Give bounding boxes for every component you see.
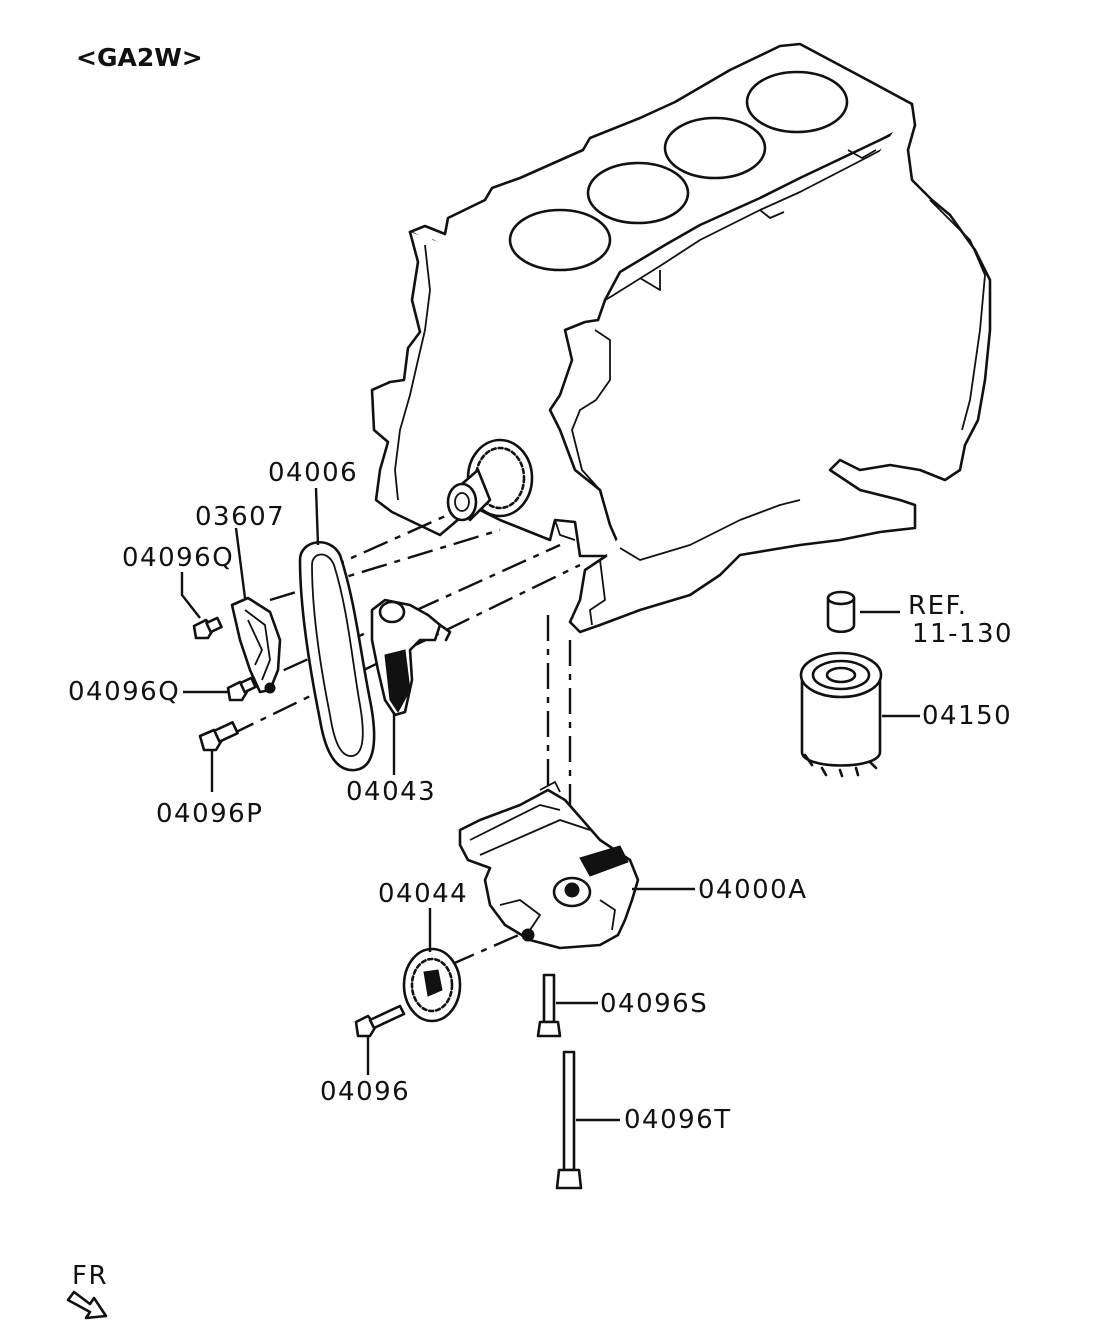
part-label-04000A[interactable]: 04000A: [698, 875, 808, 905]
part-label-04043[interactable]: 04043: [346, 777, 436, 807]
engine-block-drawing: [370, 42, 992, 634]
bolt-04096-drawing: [354, 1004, 406, 1038]
bolt-04096S-drawing: [536, 973, 562, 1038]
oil-filter-drawing: [799, 651, 883, 778]
front-arrow-icon: [66, 1290, 108, 1320]
direction-label: FR: [72, 1261, 108, 1291]
model-code: <GA2W>: [76, 43, 203, 72]
part-label-04096Q-top[interactable]: 04096Q: [122, 543, 234, 573]
tensioner-drawing: [370, 598, 452, 717]
part-label-04096[interactable]: 04096: [320, 1077, 410, 1107]
crank-sprocket-drawing: [446, 438, 534, 522]
bolt-04096Q-top-drawing: [192, 616, 223, 640]
tensioner-arm-drawing: [230, 596, 282, 694]
part-label-04150[interactable]: 04150: [922, 701, 1012, 731]
alignment-lines: [229, 503, 581, 967]
part-label-04006[interactable]: 04006: [268, 458, 358, 488]
bolt-04096Q-mid-drawing: [226, 676, 257, 702]
leader-lines: [180, 487, 920, 1122]
pump-sprocket-drawing: [402, 947, 462, 1023]
part-label-04044[interactable]: 04044: [378, 879, 468, 909]
part-label-04096S[interactable]: 04096S: [600, 989, 708, 1019]
reference-line2[interactable]: 11-130: [912, 619, 1013, 649]
timing-belt-drawing: [298, 540, 376, 772]
oil-pump-drawing: [458, 781, 640, 950]
bolt-04096P-drawing: [198, 721, 239, 752]
part-label-04096T[interactable]: 04096T: [624, 1105, 732, 1135]
bolt-04096T-drawing: [555, 1050, 583, 1190]
reference-line1[interactable]: REF.: [908, 591, 968, 621]
part-label-04096Q-mid[interactable]: 04096Q: [68, 677, 180, 707]
part-label-03607[interactable]: 03607: [195, 502, 285, 532]
part-label-04096P[interactable]: 04096P: [156, 799, 263, 829]
reference-part-drawing: [826, 590, 856, 634]
